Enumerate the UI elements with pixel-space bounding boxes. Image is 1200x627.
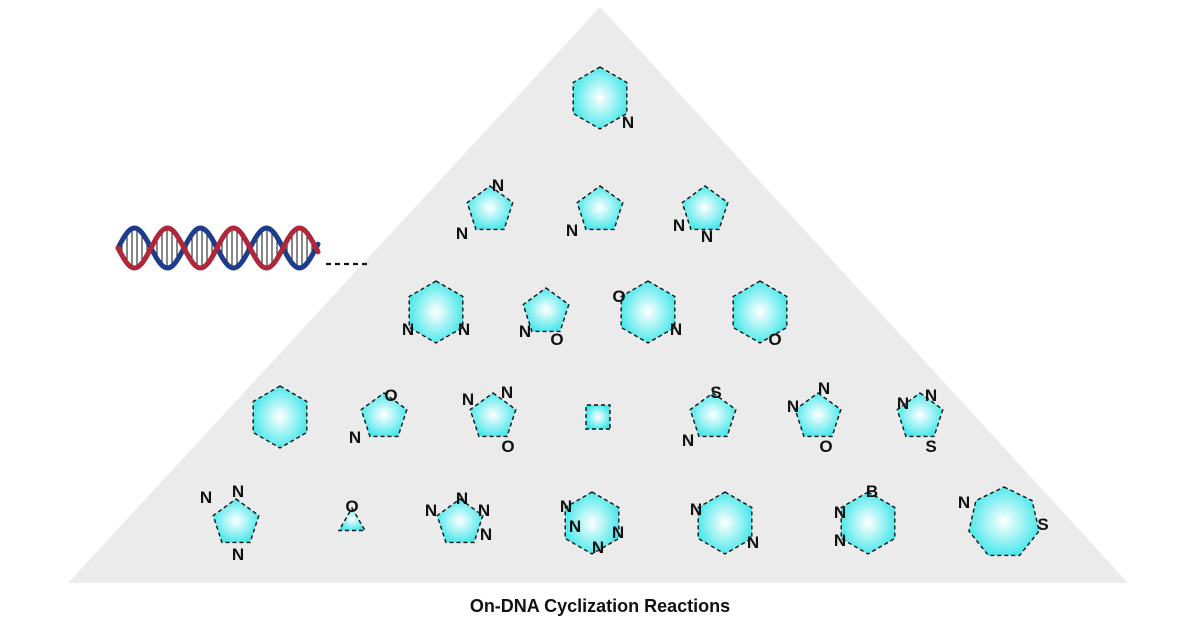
ring-outline (968, 486, 1040, 557)
ring-outline (585, 404, 611, 430)
atom-label: N (818, 379, 830, 398)
atom-label: N (747, 533, 759, 552)
ring-outline (466, 185, 514, 231)
atom-label: O (612, 287, 625, 306)
ring-outline (564, 491, 620, 555)
atom-label: N (787, 397, 799, 416)
atom-label: N (622, 113, 634, 132)
ring-outline (522, 287, 570, 333)
atom-label: N (200, 488, 212, 507)
atom-label: O (501, 437, 514, 456)
atom-label: N (592, 538, 604, 557)
atom-label: O (550, 330, 563, 349)
ring-oxadiazole-isomer: NN O (787, 379, 842, 456)
ring-pyrrole: N (566, 185, 624, 240)
ring-outline (697, 491, 753, 555)
atom-label: B (866, 482, 878, 501)
ring-cyclobutane (585, 404, 611, 430)
atom-label: N (458, 320, 470, 339)
ring-outline (469, 392, 517, 438)
ring-pyridine: N (572, 66, 634, 132)
ring-benzene (252, 385, 308, 449)
ring-outline (732, 280, 788, 344)
ring-oxadiazole: N N O (462, 383, 517, 456)
atom-label: N (701, 227, 713, 246)
ring-oxazole: ON (349, 386, 408, 447)
atom-label: S (710, 383, 721, 402)
atom-label: N (492, 176, 504, 195)
atom-label: N (425, 501, 437, 520)
ring-pyrazole: NN (673, 185, 729, 246)
ring-pyran: O (732, 280, 788, 349)
atom-label: N (232, 545, 244, 564)
atom-label: O (384, 386, 397, 405)
atom-label: N (519, 322, 531, 341)
atom-label: N (925, 386, 937, 405)
ring-outline (252, 385, 308, 449)
atom-label: N (402, 320, 414, 339)
atom-label: N (612, 523, 624, 542)
ring-outline (212, 498, 260, 544)
atom-label: N (456, 224, 468, 243)
ring-outline (840, 491, 896, 555)
dna-double-helix-icon (115, 225, 321, 271)
atom-label: N (569, 517, 581, 536)
atom-label: N (670, 320, 682, 339)
ring-outline (689, 392, 737, 438)
ring-epoxide: O (337, 497, 367, 532)
ring-outline (337, 506, 367, 532)
atom-label: N (456, 489, 468, 508)
ring-outline (436, 498, 484, 544)
ring-imidazole: NN (456, 176, 514, 243)
atom-label: N (478, 501, 490, 520)
atom-label: S (925, 437, 936, 456)
atom-label: O (819, 437, 832, 456)
ring-outline (681, 185, 729, 231)
atom-label: N (690, 500, 702, 519)
atom-label: N (560, 497, 572, 516)
ring-thiazole: SN (682, 383, 737, 450)
atom-label: N (673, 216, 685, 235)
ring-outline (576, 185, 624, 231)
atom-label: N (566, 221, 578, 240)
atom-label: O (345, 497, 358, 516)
ring-diazaborine: B NN (834, 482, 896, 555)
ring-outline (896, 392, 944, 438)
pyramid-background (68, 7, 1128, 583)
dna-strand-red (115, 225, 321, 271)
ring-oxazine: ON (612, 280, 682, 344)
ring-outline (408, 280, 464, 344)
atom-label: N (501, 383, 513, 402)
atom-label: N (232, 482, 244, 501)
figure-caption: On-DNA Cyclization Reactions (469, 596, 731, 616)
ring-outline (794, 392, 842, 438)
atom-label: N (682, 431, 694, 450)
atom-label: S (1037, 515, 1048, 534)
atom-label: N (958, 493, 970, 512)
ring-outline (620, 280, 676, 344)
ring-outline (360, 392, 408, 438)
atom-label: N (480, 525, 492, 544)
ring-outline (572, 66, 628, 130)
atom-label: N (462, 390, 474, 409)
atom-label: N (349, 428, 361, 447)
ring-thiazepine: NS (958, 486, 1049, 557)
atom-label: N (834, 531, 846, 550)
atom-label: N (834, 503, 846, 522)
atom-label: N (897, 394, 909, 413)
atom-label: O (768, 330, 781, 349)
ring-pyrazine: NN (690, 491, 759, 555)
ring-triazole: N N N (200, 482, 260, 564)
